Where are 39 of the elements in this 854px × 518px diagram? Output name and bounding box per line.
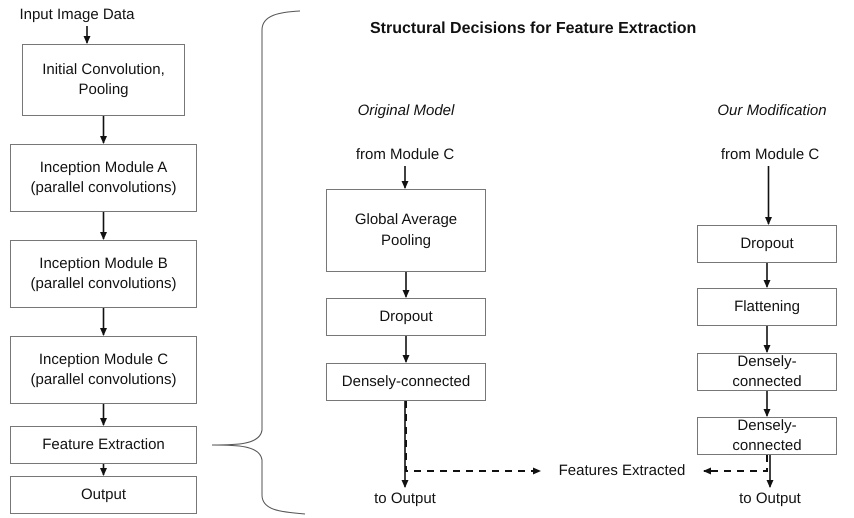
process-box: Densely-connected <box>697 353 837 391</box>
flow-text: from Module C <box>700 144 840 166</box>
process-box: Initial Convolution, Pooling <box>22 44 185 116</box>
arrow <box>100 116 107 144</box>
process-box: Feature Extraction <box>10 426 197 464</box>
process-box: Inception Module B (parallel convolutions) <box>10 240 197 308</box>
diagram-title: Structural Decisions for Feature Extraction <box>370 19 696 39</box>
process-box: Dropout <box>326 298 486 336</box>
arrow <box>764 263 770 288</box>
flow-text: Features Extracted <box>542 460 702 482</box>
arrow <box>765 166 772 225</box>
column-heading: Original Model <box>356 101 456 121</box>
flow-text: Input Image Data <box>2 4 152 26</box>
arrow <box>100 308 107 336</box>
process-box: Output <box>10 476 197 514</box>
flow-text: to Output <box>710 488 830 510</box>
arrow <box>100 464 107 476</box>
process-box: Inception Module C (parallel convolutions) <box>10 336 197 404</box>
arrow <box>402 336 410 363</box>
arrow <box>764 326 770 353</box>
process-box: Inception Module A (parallel convolutions) <box>10 144 197 212</box>
process-box: Densely-connected <box>326 363 486 401</box>
process-box: Flattening <box>697 288 837 326</box>
dashed-arrow <box>405 401 541 474</box>
process-box: Densely-connected <box>697 417 837 455</box>
arrow <box>100 404 107 426</box>
column-heading: Our Modification <box>716 101 828 121</box>
arrow <box>764 391 770 417</box>
process-box: Global Average Pooling <box>326 189 486 272</box>
arrow <box>100 212 107 240</box>
arrow <box>402 401 408 488</box>
arrow <box>84 26 90 44</box>
arrow <box>766 455 774 488</box>
flow-text: from Module C <box>335 144 475 166</box>
process-box: Dropout <box>697 225 837 263</box>
flow-text: to Output <box>345 488 465 510</box>
arrow <box>402 272 410 298</box>
dashed-arrow <box>703 455 768 474</box>
arrow <box>402 166 408 189</box>
